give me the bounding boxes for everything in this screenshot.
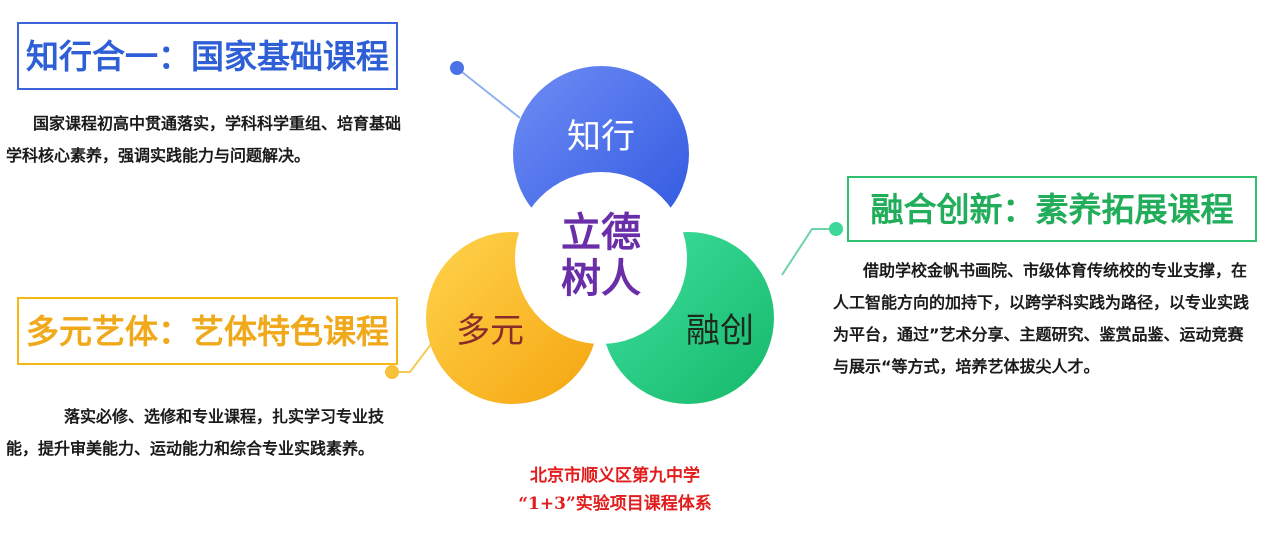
national-course-description: 国家课程初高中贯通落实，学科科学重组、培育基础学科核心素养，强调实践能力与问题解…	[6, 114, 402, 165]
blue-connector-line	[456, 67, 521, 119]
green-connector-dot	[829, 222, 843, 236]
national-course-title: 知行合一：国家基础课程	[17, 22, 398, 90]
innovation-course-description: 借助学校金帆书画院、市级体育传统校的专业支撑，在人工智能方向的加持下，以跨学科实…	[833, 261, 1250, 376]
innovation-course-title: 融合创新：素养拓展课程	[847, 176, 1257, 242]
center-circle	[515, 172, 687, 344]
center-label-line1: 立德	[561, 210, 641, 256]
arts-course-title: 多元艺体：艺体特色课程	[17, 297, 398, 365]
green-connector-line	[781, 228, 836, 276]
blue-connector-dot	[450, 61, 464, 75]
center-label-line2: 树人	[561, 256, 641, 302]
arts-course-description: 落实必修、选修和专业课程，扎实学习专业技能，提升审美能力、运动能力和综合专业实践…	[6, 407, 385, 458]
caption-school-name: 北京市顺义区第九中学	[530, 466, 700, 486]
diagram-caption: 北京市顺义区第九中学 “1+3”实验项目课程体系	[440, 462, 790, 518]
circle-label-left: 多元	[456, 311, 524, 351]
circle-label-top: 知行	[567, 117, 635, 157]
yellow-connector-dot	[385, 365, 399, 379]
circle-label-right: 融创	[686, 311, 754, 351]
caption-program-name: “1+3”实验项目课程体系	[518, 494, 712, 514]
